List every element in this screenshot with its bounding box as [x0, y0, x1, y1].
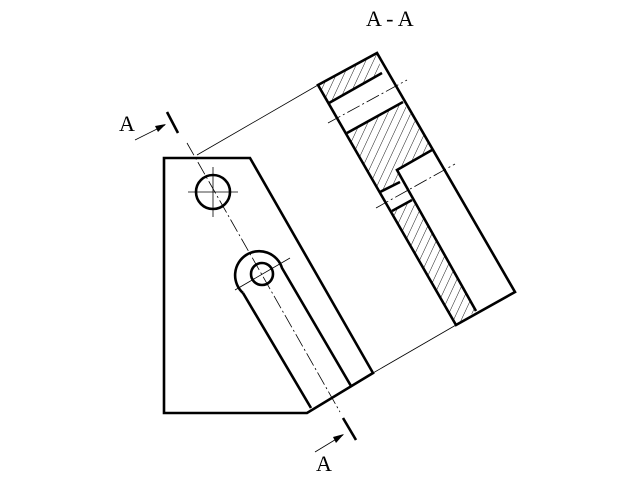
section-center-line	[186, 142, 341, 413]
arrow-icon	[155, 124, 166, 132]
cutting-plane-marker-top: A	[119, 111, 180, 141]
projection-line	[196, 84, 319, 156]
arrow-icon	[333, 434, 344, 443]
section-title: A - A	[366, 6, 414, 31]
cutting-plane-marker-bottom: A	[314, 417, 358, 476]
small-hole	[249, 261, 275, 287]
hole-axis-line	[375, 163, 456, 209]
section-view	[316, 51, 517, 327]
projection-line	[372, 324, 457, 374]
slot-outline	[233, 249, 353, 409]
plate-view	[162, 84, 457, 415]
hatched-region	[318, 53, 382, 103]
cut-label-top: A	[119, 111, 135, 136]
cut-label-bottom: A	[316, 451, 332, 476]
hole-axis-line	[327, 79, 408, 124]
plate-outline	[162, 156, 375, 415]
slot-center-mark	[234, 257, 291, 291]
section-outline	[316, 51, 517, 327]
hatched-region	[347, 102, 432, 192]
hatched-region	[392, 200, 476, 325]
